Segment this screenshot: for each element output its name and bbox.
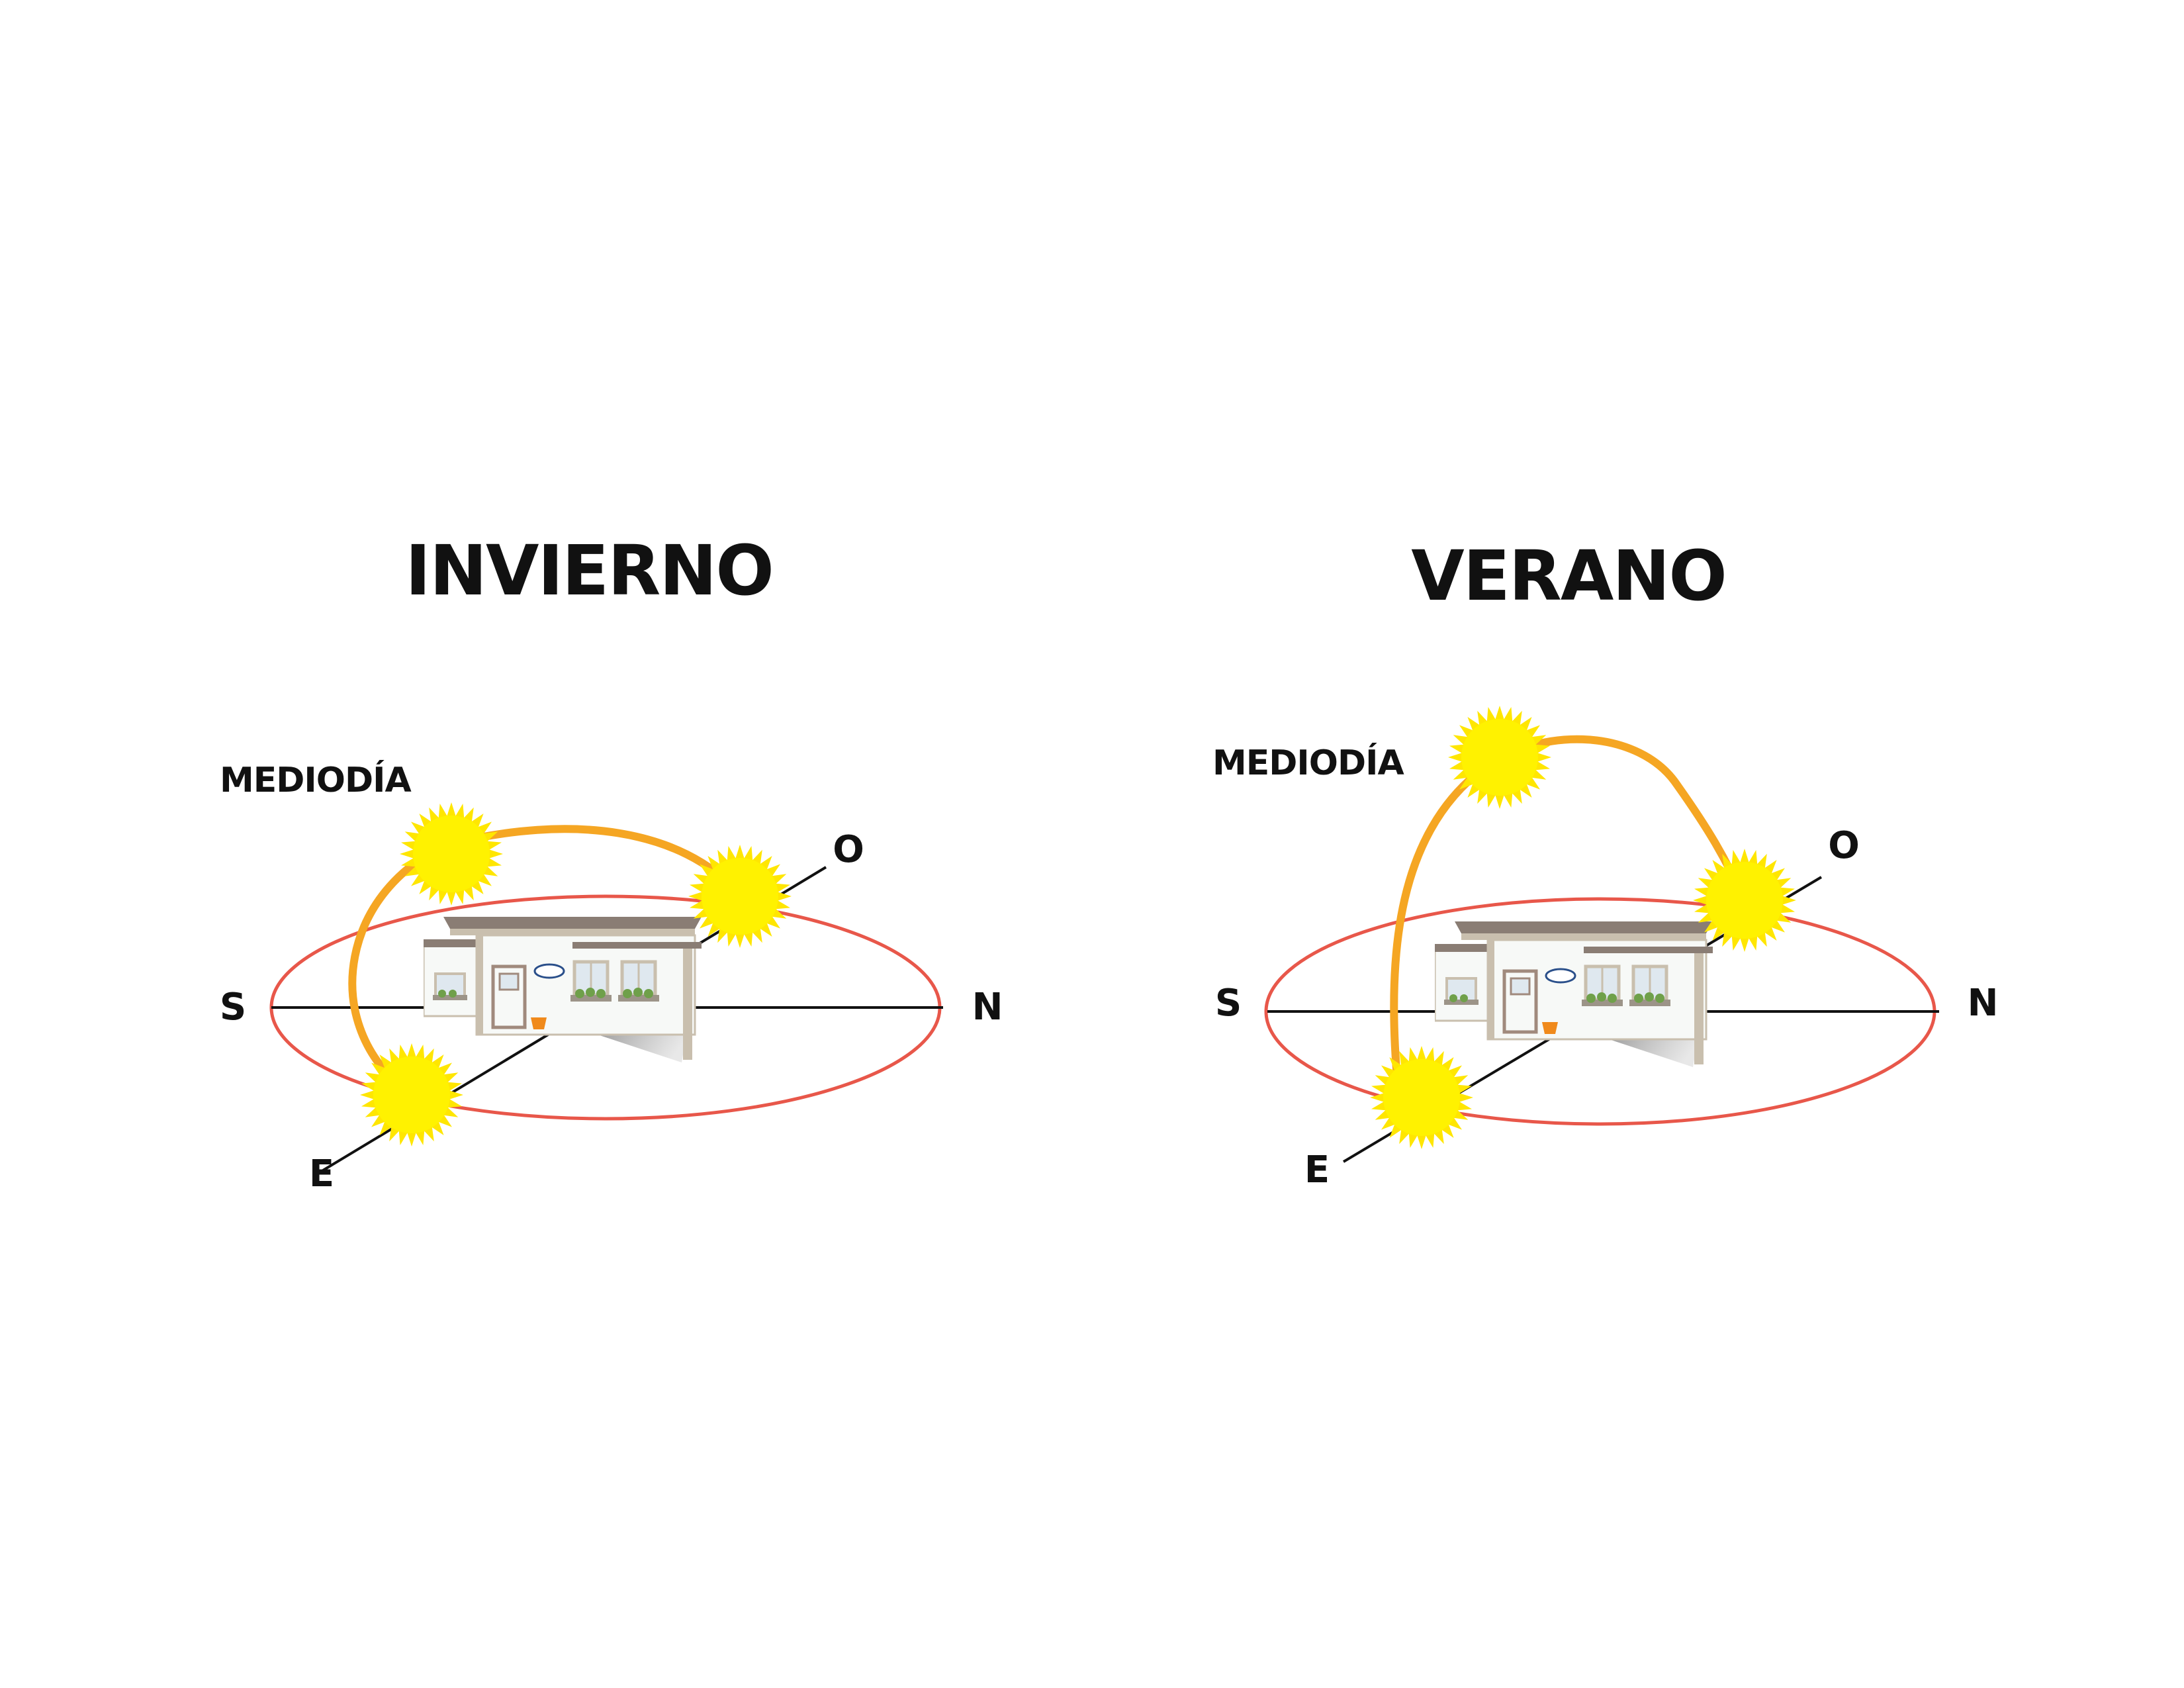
winter-house: [421, 917, 702, 1062]
winter-title: INVIERNO: [405, 530, 773, 611]
summer-east-label: E: [1304, 1149, 1330, 1192]
sun-icon: [1693, 849, 1796, 952]
summer-west-label: O: [1828, 824, 1860, 867]
winter-south-label: S: [220, 986, 246, 1029]
summer-diagram: VERANO MEDIODÍA S N E O: [1212, 536, 1998, 1192]
sun-icon: [1448, 706, 1551, 809]
winter-noon-label: MEDIODÍA: [220, 760, 411, 800]
house-icon: [421, 917, 702, 1062]
summer-sun-path: [1390, 735, 1748, 1090]
winter-north-label: N: [972, 986, 1003, 1029]
sun-icon: [400, 802, 503, 906]
winter-west-label: O: [833, 828, 864, 871]
summer-noon-label: MEDIODÍA: [1212, 743, 1404, 783]
house-icon: [1432, 921, 1713, 1067]
summer-south-label: S: [1215, 982, 1242, 1025]
sun-icon: [1370, 1046, 1473, 1149]
winter-diagram: INVIERNO MEDIODÍA S N E O: [220, 530, 1003, 1196]
summer-house: [1432, 921, 1713, 1067]
summer-title: VERANO: [1411, 536, 1726, 616]
summer-north-label: N: [1968, 982, 1999, 1025]
winter-east-label: E: [309, 1152, 334, 1196]
